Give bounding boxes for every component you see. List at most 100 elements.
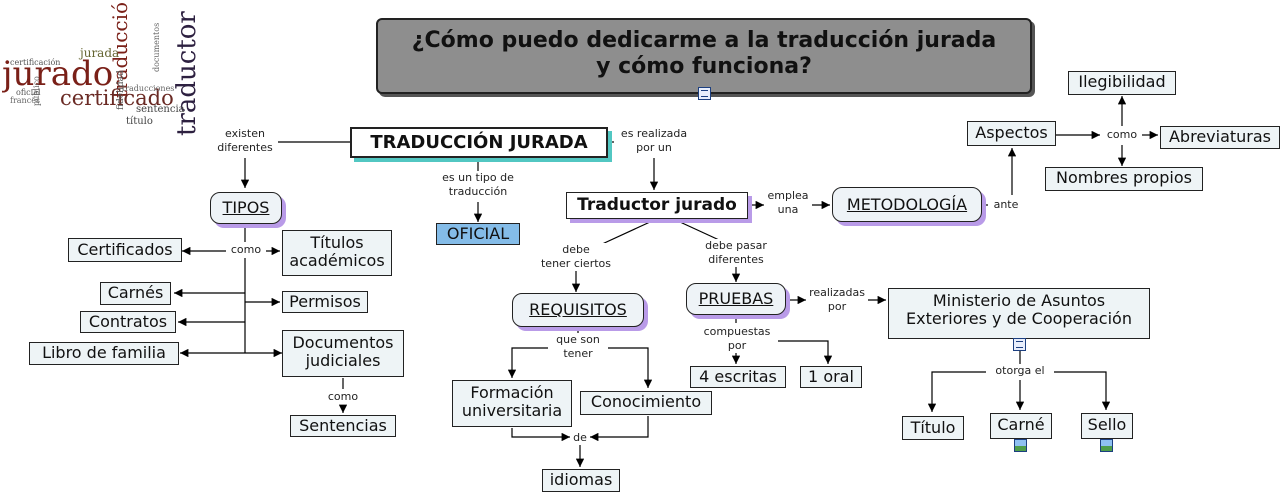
node-oficial[interactable]: OFICIAL (436, 223, 520, 245)
link-label-line: tener (563, 346, 593, 360)
node-label-line-1: Ministerio de Asuntos (932, 291, 1106, 310)
link-label-realizada: es realizada por un (614, 127, 694, 155)
link-label-line: otorga el (995, 364, 1045, 377)
link-label-de: de (570, 431, 590, 445)
node-libro-de-familia[interactable]: Libro de familia (29, 342, 179, 365)
node-label: Permisos (289, 292, 361, 311)
link-label-debe-tener: debe tener ciertos (534, 243, 618, 271)
link-label-line: tener ciertos (540, 256, 611, 270)
title-line-1: ¿Cómo puedo dedicarme a la traducción ju… (411, 28, 997, 53)
node-nombres-propios[interactable]: Nombres propios (1045, 167, 1203, 191)
cloud-word: título (126, 116, 153, 127)
node-label-line-1: Formación (470, 383, 554, 402)
node-contratos[interactable]: Contratos (80, 311, 176, 333)
node-carnes[interactable]: Carnés (100, 282, 171, 305)
node-metodologia[interactable]: METODOLOGÍA (832, 187, 982, 222)
link-label-line: diferentes (217, 140, 273, 154)
node-label: Traductor jurado (577, 195, 737, 215)
link-label-line: debe pasar (705, 239, 767, 252)
link-label-line: de (573, 431, 587, 444)
word-cloud-image: jurado traducción traductor certificado … (2, 2, 202, 142)
link-label-line: es realizada (620, 127, 688, 140)
node-traductor-jurado[interactable]: Traductor jurado (566, 192, 748, 219)
link-label-line: como (230, 243, 262, 256)
cloud-word: sentencia (136, 104, 185, 115)
node-tipos[interactable]: TIPOS (210, 192, 282, 224)
cloud-word: francés (10, 96, 41, 105)
link-label-realizadas: realizadas por (806, 286, 868, 314)
node-label: Sentencias (299, 416, 387, 435)
document-icon[interactable] (698, 87, 711, 100)
cloud-word: jurada (80, 46, 120, 60)
node-ilegibilidad[interactable]: Ilegibilidad (1068, 71, 1176, 95)
link-label-line: ante (993, 198, 1019, 211)
node-formacion-universitaria[interactable]: Formación universitaria (452, 380, 572, 427)
node-idiomas[interactable]: idiomas (542, 469, 620, 492)
cloud-word: traductor (172, 11, 202, 136)
node-1-oral[interactable]: 1 oral (800, 366, 862, 388)
image-icon[interactable] (1014, 439, 1027, 452)
node-label: REQUISITOS (529, 300, 627, 319)
node-requisitos[interactable]: REQUISITOS (512, 293, 644, 327)
node-label: 1 oral (808, 367, 854, 386)
node-label: Ilegibilidad (1078, 72, 1166, 91)
node-carne[interactable]: Carné (990, 413, 1052, 439)
link-label-line: existen (225, 127, 265, 140)
link-label-que-son: que son tener (548, 333, 608, 361)
node-label-line-2: judiciales (305, 350, 381, 370)
map-title: ¿Cómo puedo dedicarme a la traducción ju… (376, 18, 1032, 94)
title-line-2: y cómo funciona? (596, 54, 812, 80)
node-titulo[interactable]: Título (902, 416, 964, 440)
cloud-word: certificado (60, 86, 174, 110)
node-aspectos[interactable]: Aspectos (967, 121, 1056, 146)
node-titulos-academicos[interactable]: Títulos académicos (282, 230, 392, 276)
node-label-line-2: académicos (289, 250, 385, 270)
link-label-line: una (777, 202, 799, 216)
node-permisos[interactable]: Permisos (282, 291, 368, 313)
link-label-line: es un tipo de (442, 171, 514, 184)
link-label-emplea: emplea una (764, 189, 812, 217)
cloud-word: jurado (2, 54, 114, 94)
node-sentencias[interactable]: Sentencias (290, 415, 396, 437)
link-label-como-tipos: como (226, 243, 266, 257)
document-icon[interactable] (1013, 338, 1026, 351)
node-label-line-2: universitaria (461, 400, 563, 420)
node-label: Nombres propios (1056, 168, 1192, 187)
node-abreviaturas[interactable]: Abreviaturas (1160, 126, 1280, 149)
link-label-line: realizadas (809, 286, 865, 299)
link-label-ante: ante (988, 198, 1024, 212)
node-conocimiento[interactable]: Conocimiento (580, 391, 712, 415)
node-ministerio[interactable]: Ministerio de Asuntos Exteriores y de Co… (888, 288, 1150, 339)
cloud-word: traducciones (122, 84, 175, 93)
link-label-compuestas: compuestas por (696, 325, 778, 353)
node-label: Sello (1087, 415, 1127, 434)
link-label-line: por (827, 299, 847, 313)
link-label-line: emplea (767, 189, 809, 202)
node-label: Aspectos (975, 123, 1048, 142)
node-label: Carnés (107, 283, 164, 302)
node-4-escritas[interactable]: 4 escritas (690, 366, 786, 388)
node-label: idiomas (549, 470, 613, 489)
cloud-word: certificación (10, 58, 61, 67)
node-traduccion-jurada[interactable]: TRADUCCIÓN JURADA (350, 127, 608, 158)
node-label: METODOLOGÍA (846, 195, 968, 214)
node-sello[interactable]: Sello (1081, 413, 1133, 439)
image-icon[interactable] (1100, 439, 1113, 452)
link-label-line: por un (636, 140, 672, 154)
link-label-existen: existen diferentes (212, 127, 278, 155)
link-label-debe-pasar: debe pasar diferentes (696, 239, 776, 267)
node-label: Carné (997, 415, 1045, 434)
node-documentos-judiciales[interactable]: Documentos judiciales (282, 330, 404, 377)
node-certificados[interactable]: Certificados (68, 238, 182, 262)
link-label-line: por (727, 338, 747, 352)
node-label: 4 escritas (699, 367, 777, 386)
link-label-como-aspectos: como (1102, 128, 1142, 142)
node-label: Certificados (77, 240, 173, 259)
link-label-line: debe (562, 243, 590, 256)
node-label-line-2: Exteriores y de Cooperación (906, 308, 1132, 328)
node-label-line-1: Títulos (310, 233, 364, 252)
node-pruebas[interactable]: PRUEBAS (686, 283, 786, 315)
node-label: PRUEBAS (698, 289, 774, 308)
node-label: Título (910, 418, 956, 437)
